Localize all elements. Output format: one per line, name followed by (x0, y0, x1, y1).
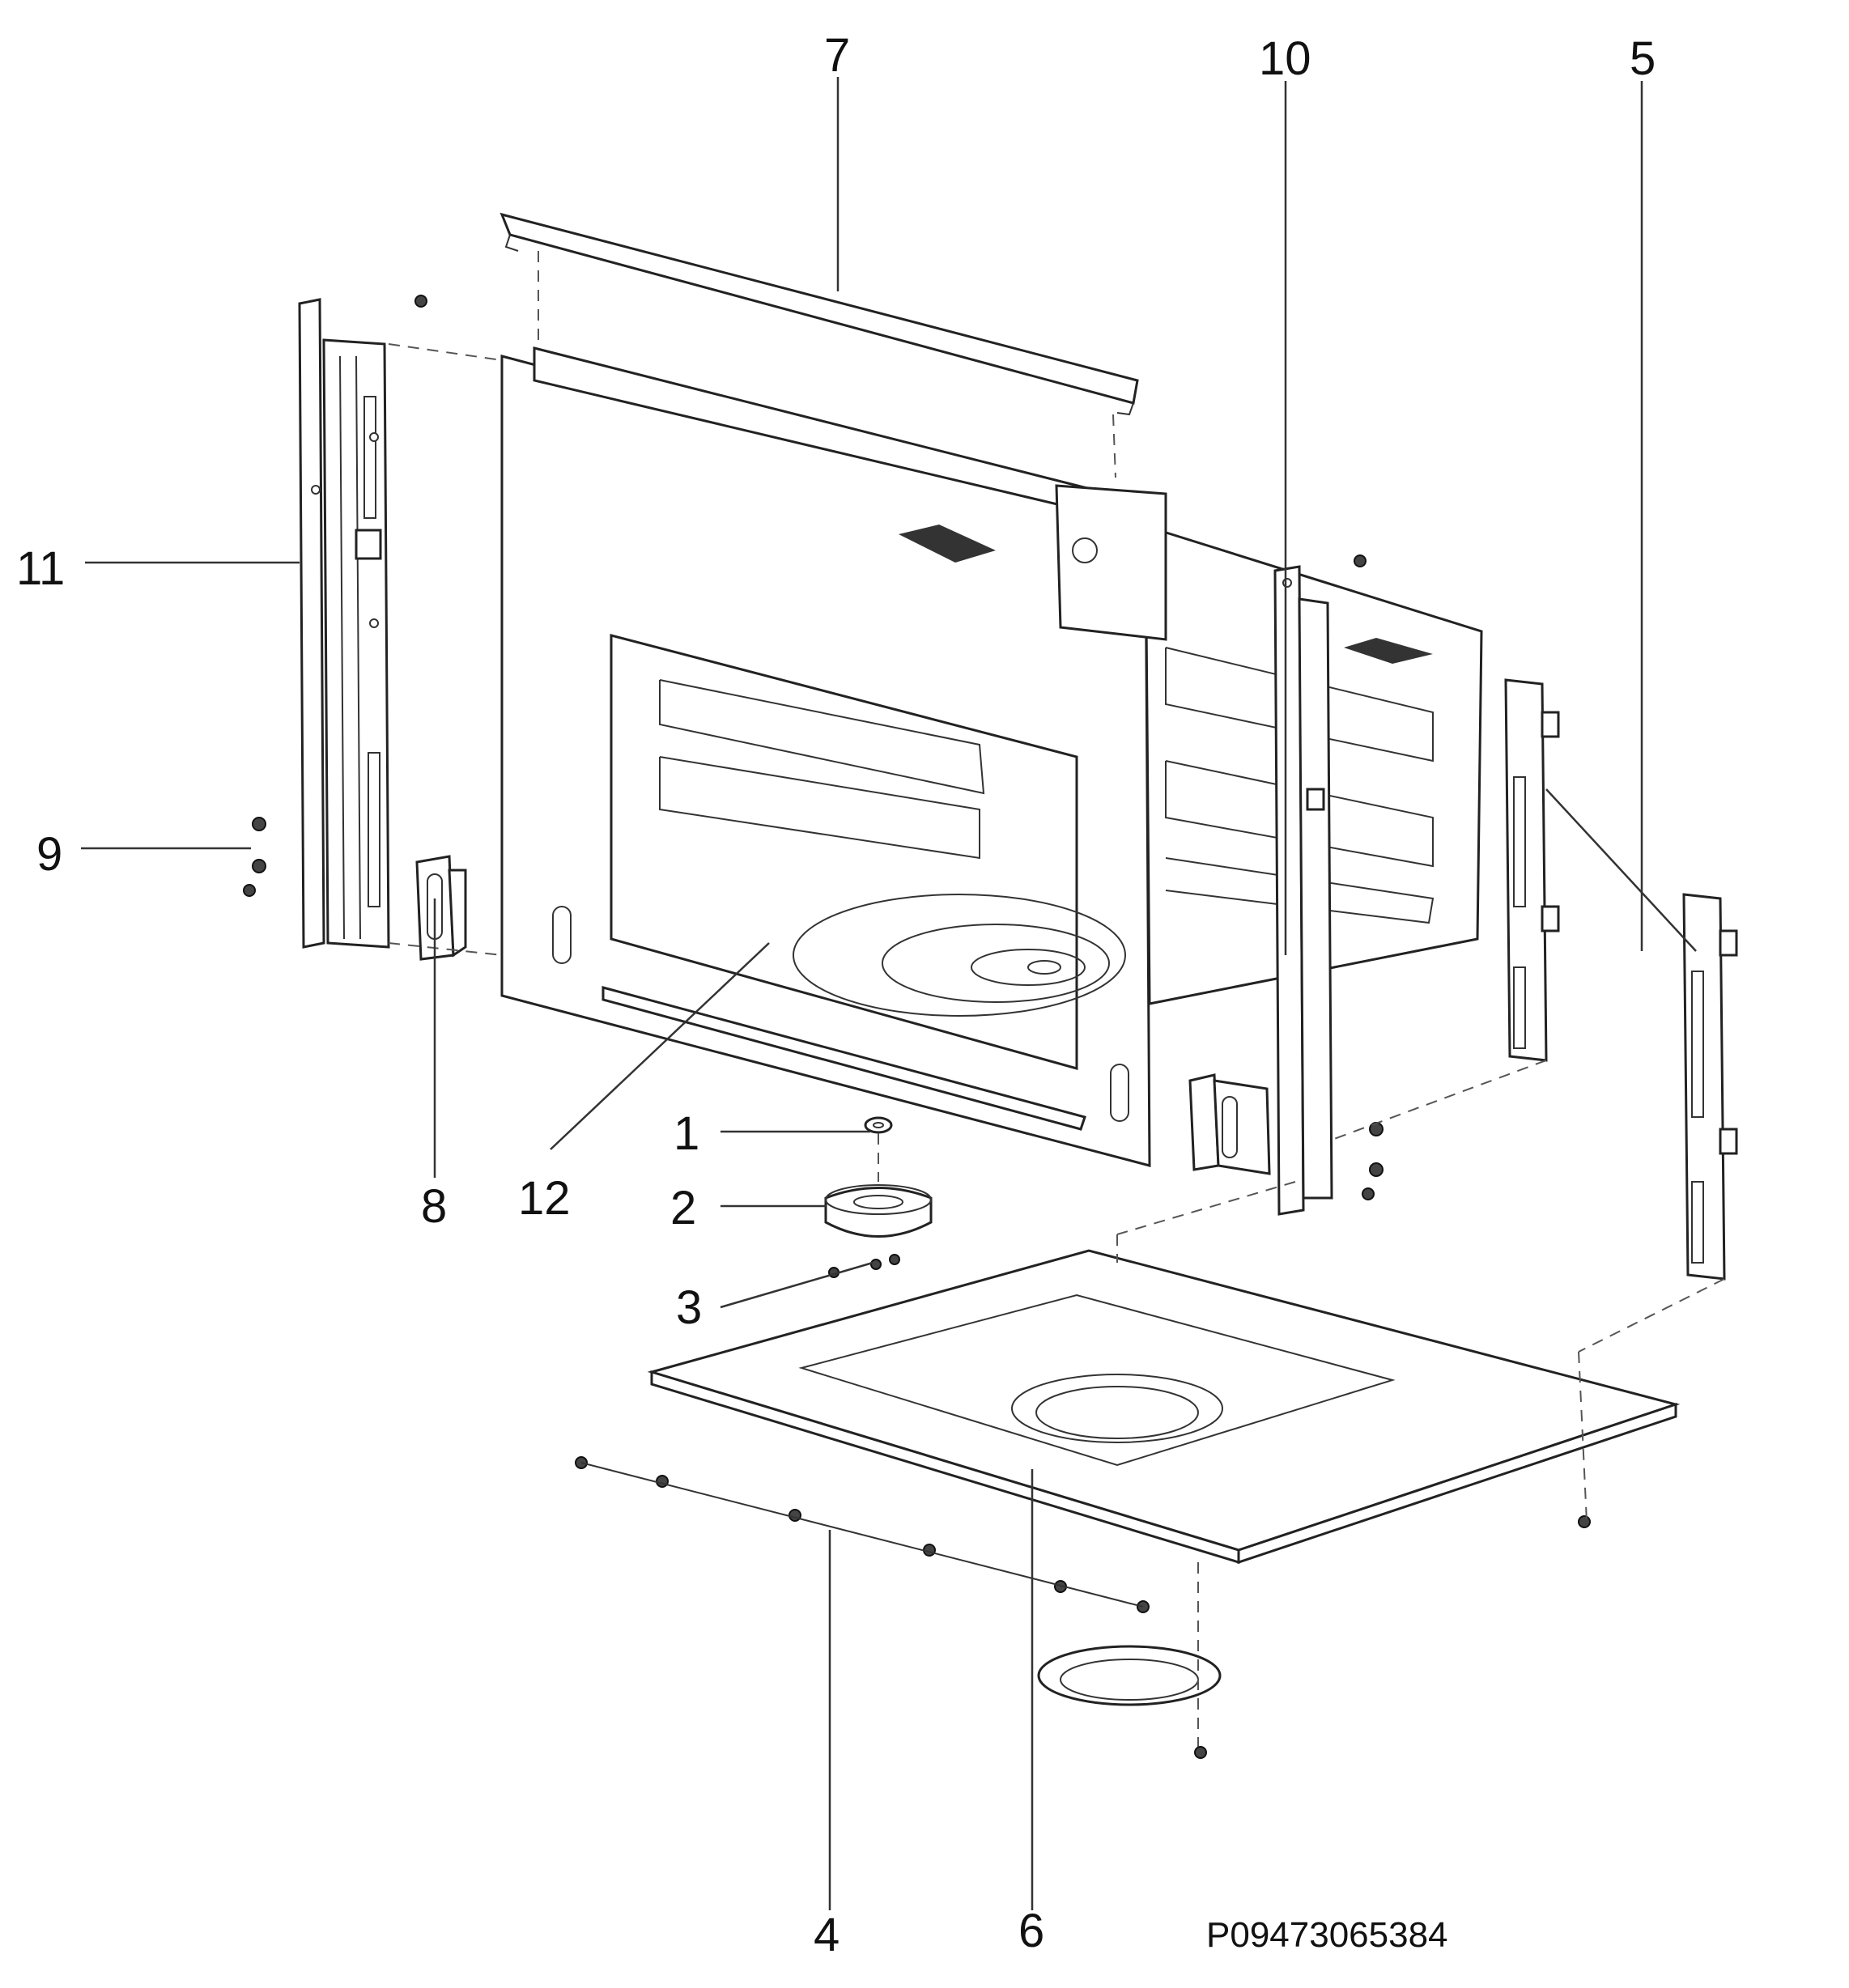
right-side-bracket-upper-part (1504, 678, 1560, 1062)
bottom-ring-part (1037, 1562, 1222, 1752)
top-rail-part (499, 212, 1139, 478)
callout-2: 2 (670, 1182, 696, 1234)
callout-6: 6 (1018, 1905, 1044, 1957)
callout-3: 3 (676, 1281, 702, 1334)
base-plate-part (647, 1249, 1681, 1565)
left-side-frame-part (298, 298, 390, 949)
oven-cavity-part (500, 346, 1483, 1167)
coupler-screws-part (828, 1133, 900, 1278)
callout-8: 8 (421, 1180, 447, 1233)
callout-10: 10 (1259, 32, 1311, 85)
left-side-screws-part (243, 295, 427, 897)
assembly-lines (388, 343, 1725, 1523)
base-screws-part (575, 1456, 1591, 1759)
callout-5: 5 (1630, 32, 1656, 85)
callout-12: 12 (518, 1172, 571, 1225)
leader-lines (81, 77, 1697, 1910)
washer-part (864, 1116, 893, 1134)
left-hinge-bracket-part (415, 855, 467, 961)
callout-11: 11 (16, 542, 65, 595)
motor-coupler-part (824, 1184, 933, 1238)
callout-1: 1 (674, 1107, 699, 1160)
callout-4: 4 (814, 1909, 839, 1961)
callout-9: 9 (36, 828, 62, 881)
right-side-bracket-lower-part (1682, 893, 1738, 1281)
right-hinge-bracket-part (1188, 1073, 1271, 1175)
center-vertical-strip-part (1273, 565, 1333, 1216)
callout-7: 7 (824, 29, 850, 82)
figure-id: P09473065384 (1206, 1915, 1448, 1955)
